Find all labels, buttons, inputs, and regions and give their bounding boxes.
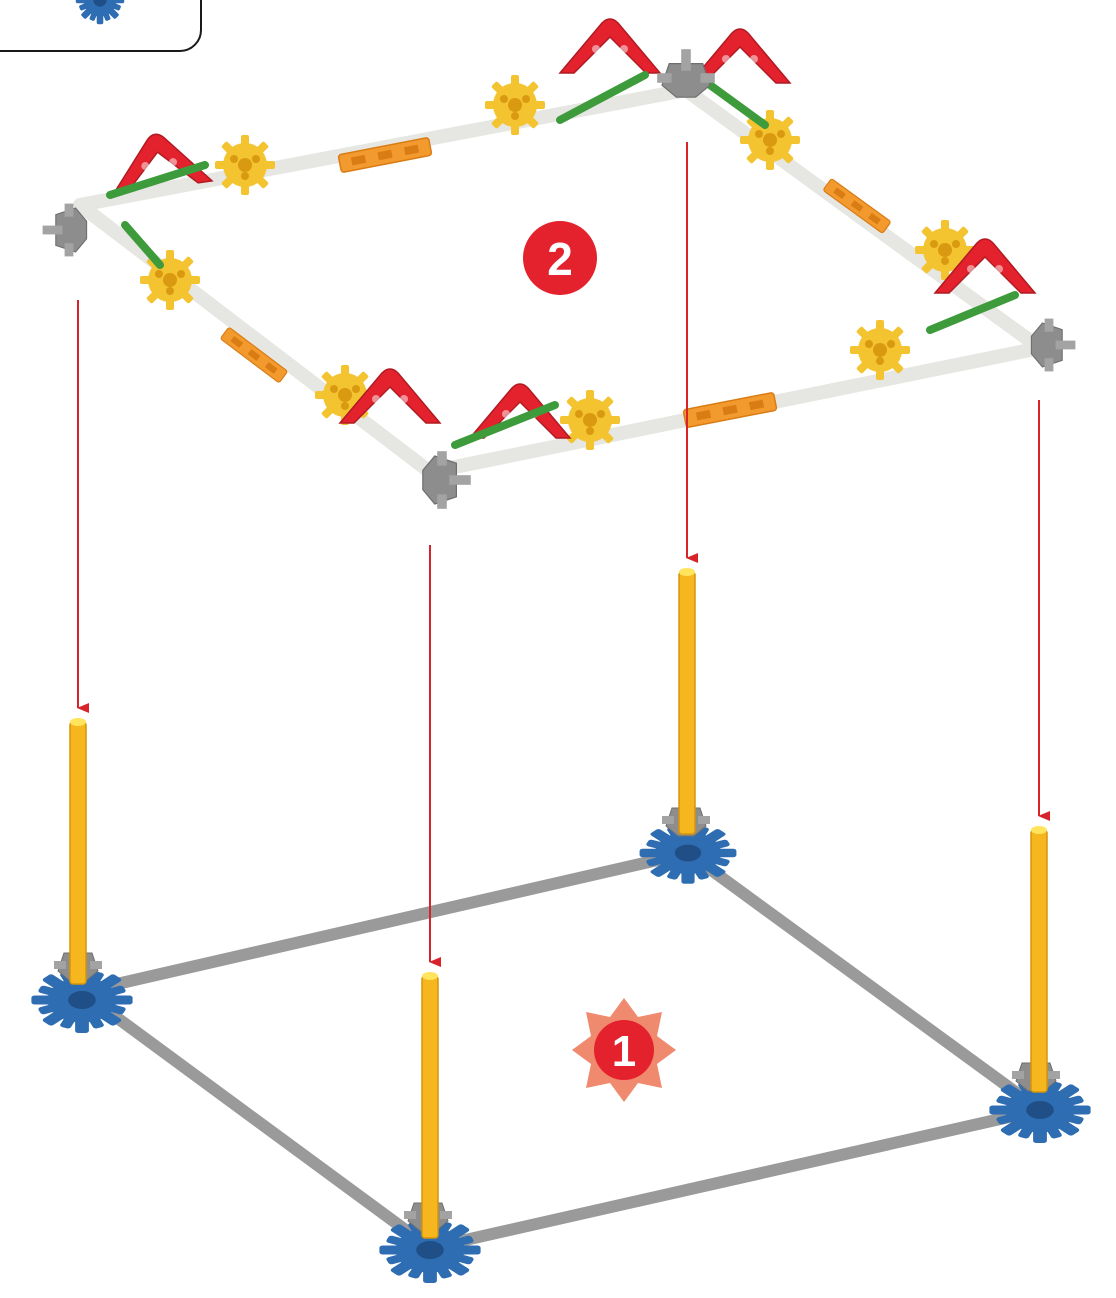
yellow-rod (422, 972, 438, 1238)
gray-rod (430, 1110, 1040, 1248)
yellow-connector (140, 250, 200, 310)
gray-rod (82, 992, 430, 1248)
orange-connector (823, 179, 891, 234)
yellow-rod (1031, 826, 1047, 1092)
base-frame (31, 568, 1090, 1283)
parts-box-icon (76, 0, 124, 24)
step-badge-2: 2 (523, 221, 597, 295)
yellow-connector (560, 390, 620, 450)
yellow-connector (485, 75, 545, 135)
yellow-rod (70, 718, 86, 984)
red-connector (560, 19, 660, 73)
yellow-connector (740, 110, 800, 170)
gray-connector (1031, 319, 1075, 372)
orange-connector (683, 392, 777, 427)
yellow-rod (679, 568, 695, 834)
step-number-1: 1 (612, 1027, 636, 1076)
step-number-2: 2 (547, 233, 573, 285)
gray-rod (688, 853, 1040, 1110)
step-badge-1: 1 (572, 998, 676, 1102)
white-rod (80, 205, 430, 472)
gray-rod (82, 853, 688, 992)
yellow-connector (215, 135, 275, 195)
yellow-connector (850, 320, 910, 380)
